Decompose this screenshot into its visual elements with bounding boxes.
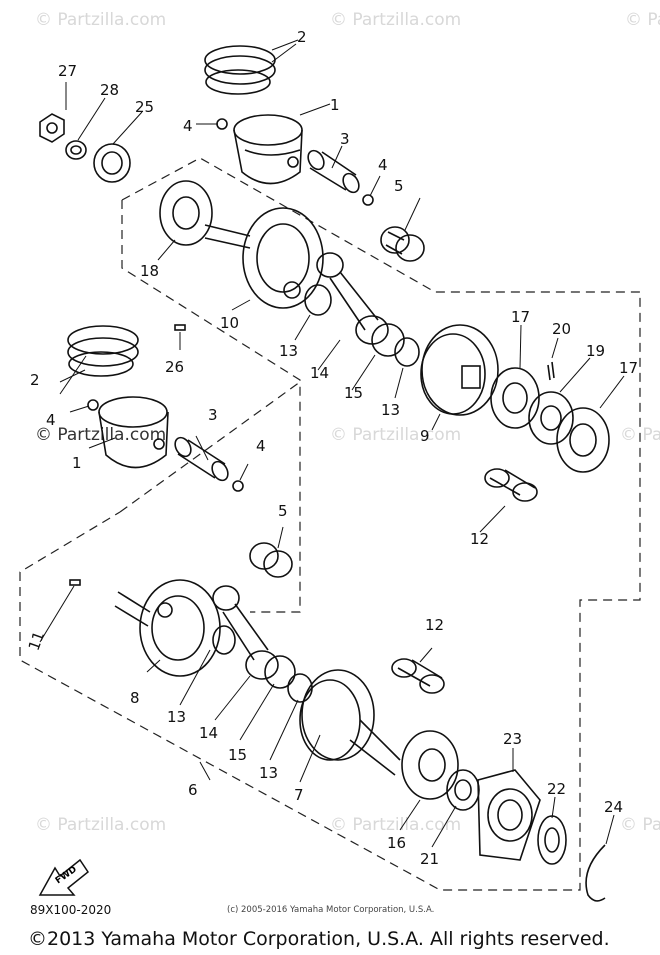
watermark: © Partzilla.com bbox=[330, 815, 461, 835]
piston-rings-upper bbox=[204, 45, 276, 95]
watermark: © Partzilla.com bbox=[625, 10, 660, 30]
callout-2: 2 bbox=[297, 28, 307, 46]
seal-21 bbox=[446, 769, 480, 811]
piston-upper bbox=[233, 114, 303, 185]
crank-lower bbox=[114, 579, 221, 677]
callout-8: 8 bbox=[130, 689, 140, 707]
washer bbox=[394, 337, 420, 367]
nut-washer-seal bbox=[39, 113, 131, 183]
circlip bbox=[87, 399, 99, 411]
callout-3: 3 bbox=[340, 130, 350, 148]
callout-4: 4 bbox=[378, 156, 388, 174]
callout-14: 14 bbox=[310, 364, 329, 382]
callout-23: 23 bbox=[503, 730, 522, 748]
bearing-17-right bbox=[490, 367, 540, 429]
collar-19 bbox=[528, 391, 574, 445]
callout-1: 1 bbox=[330, 96, 340, 114]
crank-web-9 bbox=[420, 324, 499, 416]
conrod-upper bbox=[316, 252, 389, 345]
piston-rings-lower bbox=[67, 325, 139, 377]
callout-28: 28 bbox=[100, 81, 119, 99]
piston-lower bbox=[98, 396, 169, 469]
parts-artwork bbox=[39, 45, 610, 902]
callout-18: 18 bbox=[140, 262, 159, 280]
piston-pin-lower bbox=[174, 436, 229, 482]
callout-3: 3 bbox=[208, 406, 218, 424]
watermark: © Partzilla.com bbox=[35, 815, 166, 835]
callout-26: 26 bbox=[165, 358, 184, 376]
callout-21: 21 bbox=[420, 850, 439, 868]
arrow-icon bbox=[38, 858, 90, 896]
washer bbox=[212, 625, 236, 655]
callout-13: 13 bbox=[381, 401, 400, 419]
callout-17: 17 bbox=[511, 308, 530, 326]
callout-19: 19 bbox=[586, 342, 605, 360]
bearing-16 bbox=[401, 730, 459, 800]
watermark: © Partzilla.com bbox=[620, 815, 660, 835]
crank-upper bbox=[204, 207, 324, 309]
watermark: © Partzilla.com bbox=[330, 425, 461, 445]
key-11 bbox=[69, 579, 81, 586]
needle-bearing bbox=[371, 323, 405, 357]
watermark: © Partzilla.com bbox=[35, 10, 166, 30]
callout-1: 1 bbox=[72, 454, 82, 472]
key-26 bbox=[174, 324, 186, 331]
diagram-code: 89X100-2020 bbox=[30, 903, 112, 917]
pin-20 bbox=[547, 361, 555, 381]
callout-24: 24 bbox=[604, 798, 623, 816]
crank-pin-lower bbox=[391, 658, 445, 694]
callout-27: 27 bbox=[58, 62, 77, 80]
circlip bbox=[232, 480, 244, 492]
circlip-24 bbox=[585, 844, 606, 902]
callout-16: 16 bbox=[387, 834, 406, 852]
callout-12: 12 bbox=[425, 616, 444, 634]
callout-4: 4 bbox=[46, 411, 56, 429]
callout-20: 20 bbox=[552, 320, 571, 338]
callout-17: 17 bbox=[619, 359, 638, 377]
callout-12: 12 bbox=[470, 530, 489, 548]
circlip bbox=[362, 194, 374, 206]
callout-13: 13 bbox=[167, 708, 186, 726]
callout-6: 6 bbox=[188, 781, 198, 799]
bearing-18 bbox=[159, 180, 213, 246]
copyright-notice: ©2013 Yamaha Motor Corporation, U.S.A. A… bbox=[28, 928, 610, 950]
bearing-17-far bbox=[556, 407, 610, 473]
piston-pin-upper bbox=[307, 149, 360, 194]
watermark: © Partzilla.com bbox=[330, 10, 461, 30]
callout-11: 11 bbox=[25, 629, 48, 653]
fwd-arrow: FWD bbox=[38, 858, 90, 896]
callout-4: 4 bbox=[183, 117, 193, 135]
callout-10: 10 bbox=[220, 314, 239, 332]
assembly-outline bbox=[19, 157, 641, 891]
leader-lines bbox=[39, 39, 625, 848]
callout-5: 5 bbox=[394, 177, 404, 195]
callout-15: 15 bbox=[344, 384, 363, 402]
callout-25: 25 bbox=[135, 98, 154, 116]
needle-bearing-lower bbox=[249, 542, 293, 578]
circlip bbox=[216, 118, 228, 130]
callout-13: 13 bbox=[259, 764, 278, 782]
housing-23 bbox=[477, 769, 541, 861]
conrod-lower bbox=[212, 585, 279, 680]
crank-pin-upper bbox=[484, 468, 538, 502]
callout-15: 15 bbox=[228, 746, 247, 764]
callout-2: 2 bbox=[30, 371, 40, 389]
washer bbox=[304, 284, 332, 316]
watermark-dark: © Partzilla.com bbox=[35, 425, 166, 445]
callout-numbers: 2 1 4 3 4 5 27 28 25 18 10 13 14 15 13 9… bbox=[25, 28, 638, 868]
needle-bearing-upper bbox=[380, 226, 425, 262]
callout-13: 13 bbox=[279, 342, 298, 360]
sub-copyright: (c) 2005-2016 Yamaha Motor Corporation, … bbox=[227, 905, 435, 915]
callout-14: 14 bbox=[199, 724, 218, 742]
callout-4: 4 bbox=[256, 437, 266, 455]
gear-22 bbox=[537, 815, 567, 865]
callout-7: 7 bbox=[294, 786, 304, 804]
needle-bearing bbox=[264, 655, 296, 689]
callout-9: 9 bbox=[420, 427, 430, 445]
callout-5: 5 bbox=[278, 502, 288, 520]
crank-web-7 bbox=[299, 669, 401, 776]
callout-22: 22 bbox=[547, 780, 566, 798]
